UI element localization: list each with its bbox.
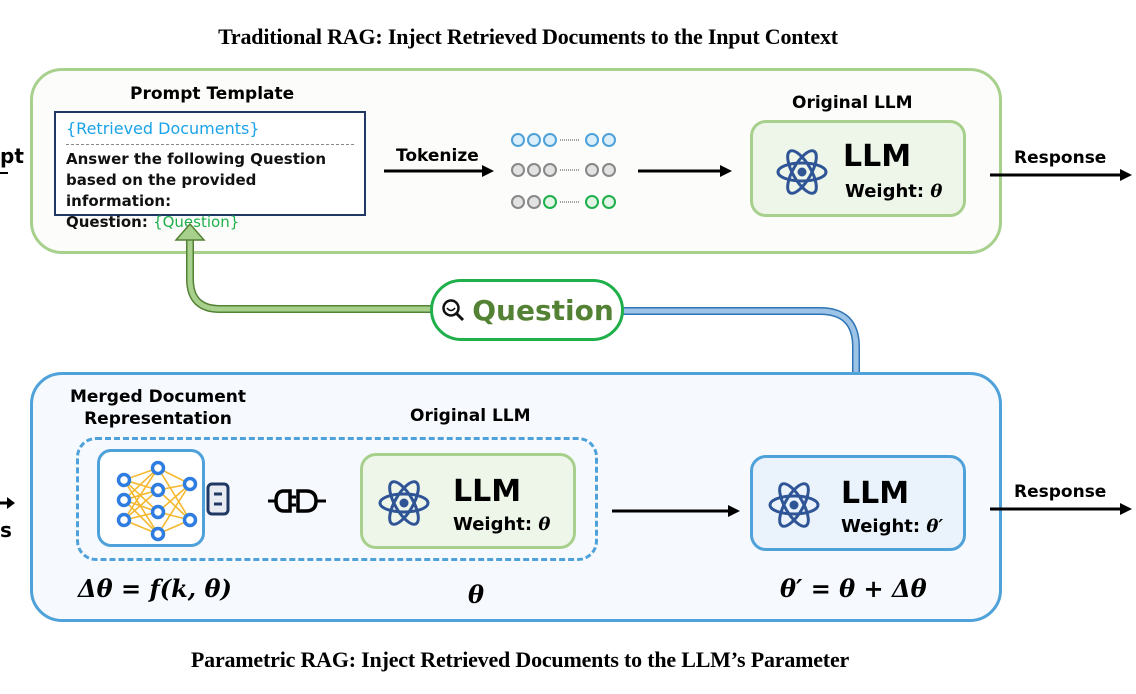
- question-placeholder: {Question}: [153, 213, 240, 231]
- weight-value: θ: [930, 181, 943, 202]
- prompt-question-line: Question: {Question}: [66, 212, 354, 233]
- llm-name: LLM: [843, 139, 912, 174]
- theta-label: θ: [468, 580, 485, 609]
- delta-theta-formula: Δθ = f(k, θ): [78, 574, 232, 603]
- llm-box-original: LLM Weight: θ: [360, 453, 576, 549]
- llm-name: LLM: [841, 476, 910, 511]
- atom-icon: [378, 480, 430, 526]
- tokenize-arrow: [384, 165, 494, 177]
- tokens-to-llm-arrow: [638, 165, 732, 177]
- token-row-question: [511, 195, 616, 209]
- token-row-instruction: [511, 163, 616, 177]
- left-partial-label-top: pt: [0, 144, 24, 168]
- neural-network-icon: [116, 460, 198, 542]
- question-node: Question: [430, 279, 624, 341]
- prompt-instruction-line2: based on the provided information:: [66, 171, 257, 210]
- atom-icon: [776, 149, 828, 195]
- response-arrow-top: [990, 169, 1132, 181]
- merged-document-label: Merged Document Representation: [68, 386, 248, 430]
- prompt-template-box: {Retrieved Documents} Answer the followi…: [54, 111, 366, 231]
- original-llm-label-top: Original LLM: [792, 93, 913, 113]
- prompt-divider: [66, 144, 354, 145]
- retrieved-documents-placeholder: {Retrieved Documents}: [66, 119, 260, 138]
- token-row-retrieved: [511, 133, 616, 147]
- search-icon: [442, 299, 465, 322]
- merged-model-group: [76, 437, 598, 561]
- parametric-rag-title: Parametric RAG: Inject Retrieved Documen…: [190, 647, 850, 672]
- question-label: Question: [472, 293, 614, 327]
- response-label-bottom: Response: [1014, 482, 1107, 502]
- prompt-instruction-line1: Answer the following Question: [66, 150, 326, 168]
- question-prefix: Question:: [66, 213, 154, 231]
- theta-update-formula: θ′ = θ + Δθ: [780, 574, 927, 603]
- llm-box-traditional: LLM Weight: θ: [750, 120, 966, 217]
- merged-label-line2: Representation: [84, 409, 232, 429]
- token-sequences: [511, 133, 616, 209]
- prompt-template-label: Prompt Template: [130, 84, 295, 104]
- socket-icon: [206, 482, 230, 516]
- merged-label-line1: Merged Document: [69, 387, 247, 407]
- plug-connector-icon: [268, 489, 326, 513]
- traditional-rag-title: Traditional RAG: Inject Retrieved Docume…: [218, 24, 838, 49]
- weight-prefix: Weight:: [845, 181, 931, 202]
- llm-weight: Weight: θ′: [841, 516, 943, 537]
- merge-to-llm-arrow: [612, 505, 740, 517]
- llm-box-updated: LLM Weight: θ′: [750, 455, 966, 551]
- document-representation-box: [97, 449, 205, 547]
- llm-weight: Weight: θ: [453, 514, 550, 535]
- original-llm-label-bottom: Original LLM: [410, 406, 531, 426]
- question-connectors: [174, 222, 872, 420]
- atom-icon: [768, 482, 820, 528]
- arrowhead-up: [174, 222, 206, 241]
- tokenize-label: Tokenize: [396, 146, 479, 166]
- llm-weight: Weight: θ: [845, 181, 942, 202]
- weight-value: θ′: [926, 516, 944, 537]
- left-partial-label-bottom: s: [0, 518, 12, 542]
- llm-name: LLM: [453, 474, 522, 509]
- response-label-top: Response: [1014, 148, 1107, 168]
- weight-prefix: Weight:: [841, 516, 927, 537]
- left-arrow-top: [0, 172, 8, 174]
- question-to-prompt-connector: [186, 238, 432, 313]
- weight-prefix: Weight:: [453, 514, 539, 535]
- weight-value: θ: [538, 514, 551, 535]
- left-arrow-bottom: [0, 497, 15, 509]
- response-arrow-bottom: [990, 503, 1132, 515]
